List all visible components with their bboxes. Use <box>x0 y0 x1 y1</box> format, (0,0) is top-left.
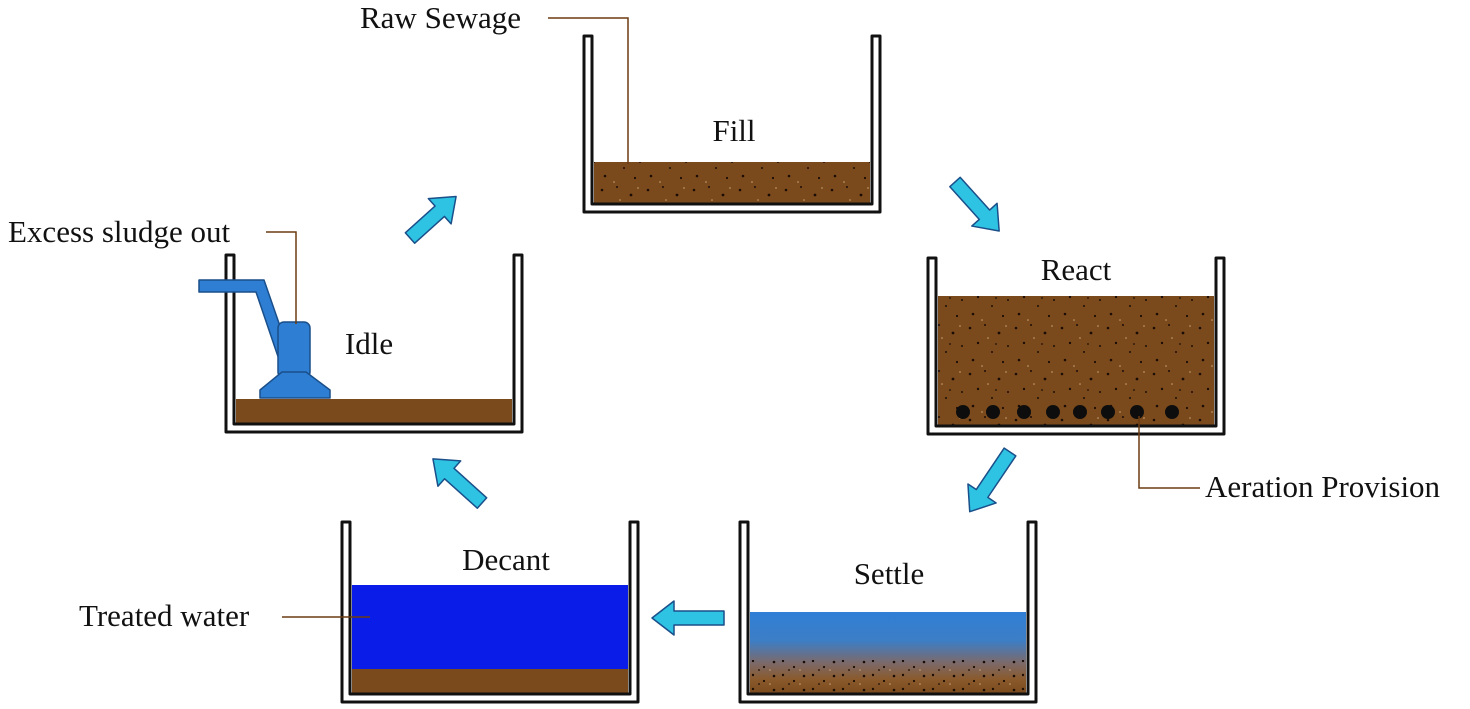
stage-label-settle: Settle <box>854 556 925 591</box>
sludge-layer <box>236 399 512 423</box>
callouts <box>266 17 1200 618</box>
sludge-layer <box>352 669 628 694</box>
callout-treated-water: Treated water <box>79 598 250 633</box>
pump-body <box>277 321 311 379</box>
stage-label-idle: Idle <box>345 326 393 361</box>
arrow-idle-to-fill-icon <box>404 195 457 244</box>
settled-sludge-particles <box>750 660 1026 694</box>
tank-react: React <box>926 252 1226 436</box>
tank-wall <box>738 522 1038 704</box>
tank-wall <box>582 36 882 214</box>
callout-excess-sludge: Excess sludge out <box>8 214 231 249</box>
tank-decant: Decant <box>340 520 640 704</box>
arrow-decant-to-idle-icon <box>432 458 488 509</box>
tank-settle: Settle <box>738 520 1038 704</box>
cycle-arrows <box>404 176 1017 636</box>
treated-water-layer <box>352 585 628 669</box>
sludge-particles <box>938 296 1214 426</box>
sludge-particles <box>594 162 870 205</box>
leader-excess-sludge <box>266 231 297 324</box>
callout-raw-sewage: Raw Sewage <box>360 0 521 35</box>
arrow-fill-to-react-icon <box>949 176 1000 232</box>
sludge-pump <box>198 279 331 399</box>
leader-raw-sewage <box>548 17 629 164</box>
tank-wall <box>224 255 524 434</box>
aeration-diffusers <box>956 405 1179 419</box>
stage-label-react: React <box>1041 252 1112 287</box>
stage-label-fill: Fill <box>712 113 755 148</box>
callout-aeration: Aeration Provision <box>1205 469 1441 504</box>
tank-fill: Fill <box>582 34 882 214</box>
arrow-react-to-settle-icon <box>967 447 1017 513</box>
pump-base <box>259 371 331 399</box>
arrow-settle-to-decant-icon <box>651 600 725 636</box>
tank-idle: Idle <box>198 253 524 434</box>
tank-wall <box>926 258 1226 436</box>
tank-wall <box>340 522 640 704</box>
leader-aeration <box>1138 416 1200 489</box>
stage-label-decant: Decant <box>462 542 550 577</box>
